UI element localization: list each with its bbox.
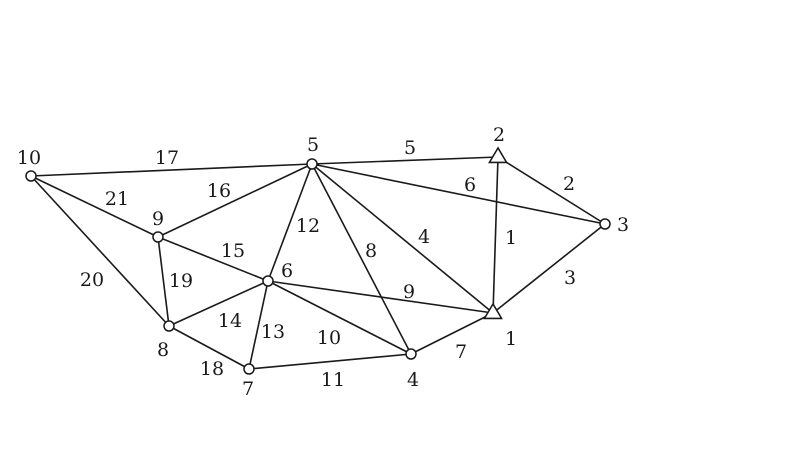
edge-16: [157, 163, 313, 238]
edge-11: [248, 353, 412, 370]
node-label-1: 1: [505, 328, 517, 350]
edge-label-21: 21: [105, 188, 129, 210]
node-label-4: 4: [407, 369, 419, 391]
node-label-8: 8: [157, 339, 169, 361]
node-9: [152, 231, 164, 243]
edge-label-13: 13: [261, 321, 285, 343]
edge-label-4: 4: [418, 226, 430, 248]
node-label-10: 10: [17, 147, 41, 169]
edge-label-14: 14: [218, 310, 242, 332]
edge-label-1: 1: [505, 227, 517, 249]
edge-8: [311, 163, 412, 355]
node-3: [599, 218, 611, 230]
node-label-7: 7: [242, 378, 254, 400]
edge-14: [168, 280, 269, 327]
node-6: [262, 275, 274, 287]
node-4: [405, 348, 417, 360]
edge-label-7: 7: [455, 341, 467, 363]
edge-label-5: 5: [404, 137, 416, 159]
edge-2: [497, 156, 606, 225]
node-1: [483, 302, 503, 320]
edge-label-18: 18: [200, 358, 224, 380]
node-label-2: 2: [493, 124, 505, 146]
edge-12: [267, 163, 313, 282]
edge-5: [311, 156, 499, 165]
node-7: [243, 363, 255, 375]
edge-label-6: 6: [464, 174, 476, 196]
edge-label-16: 16: [207, 180, 231, 202]
edge-21: [30, 175, 159, 238]
edge-17: [30, 163, 313, 177]
edge-4: [311, 163, 494, 314]
node-2: [488, 146, 508, 164]
node-10: [25, 170, 37, 182]
edge-20: [30, 175, 170, 327]
edges-layer: [30, 156, 606, 370]
edge-7: [410, 312, 494, 355]
node-label-9: 9: [152, 208, 164, 230]
edge-label-8: 8: [365, 240, 377, 262]
edge-9: [267, 280, 494, 314]
edge-label-20: 20: [80, 269, 104, 291]
node-label-6: 6: [281, 260, 293, 282]
edge-label-3: 3: [564, 267, 576, 289]
edge-label-12: 12: [296, 215, 320, 237]
edge-label-17: 17: [155, 147, 179, 169]
edge-10: [267, 280, 412, 355]
edge-label-11: 11: [321, 369, 345, 391]
edge-3: [492, 223, 606, 314]
nodes-layer: [25, 146, 611, 375]
edge-18: [168, 325, 250, 370]
node-5: [306, 158, 318, 170]
node-label-3: 3: [617, 214, 629, 236]
edge-label-9: 9: [403, 281, 415, 303]
edge-13: [248, 280, 269, 370]
edge-label-10: 10: [317, 327, 341, 349]
edge-6: [311, 163, 606, 225]
edge-19: [157, 236, 170, 327]
edge-label-2: 2: [563, 173, 575, 195]
edge-15: [157, 236, 269, 282]
node-8: [163, 320, 175, 332]
node-label-5: 5: [307, 134, 319, 156]
edge-1: [492, 156, 499, 314]
edge-label-15: 15: [221, 240, 245, 262]
edge-label-19: 19: [169, 270, 193, 292]
